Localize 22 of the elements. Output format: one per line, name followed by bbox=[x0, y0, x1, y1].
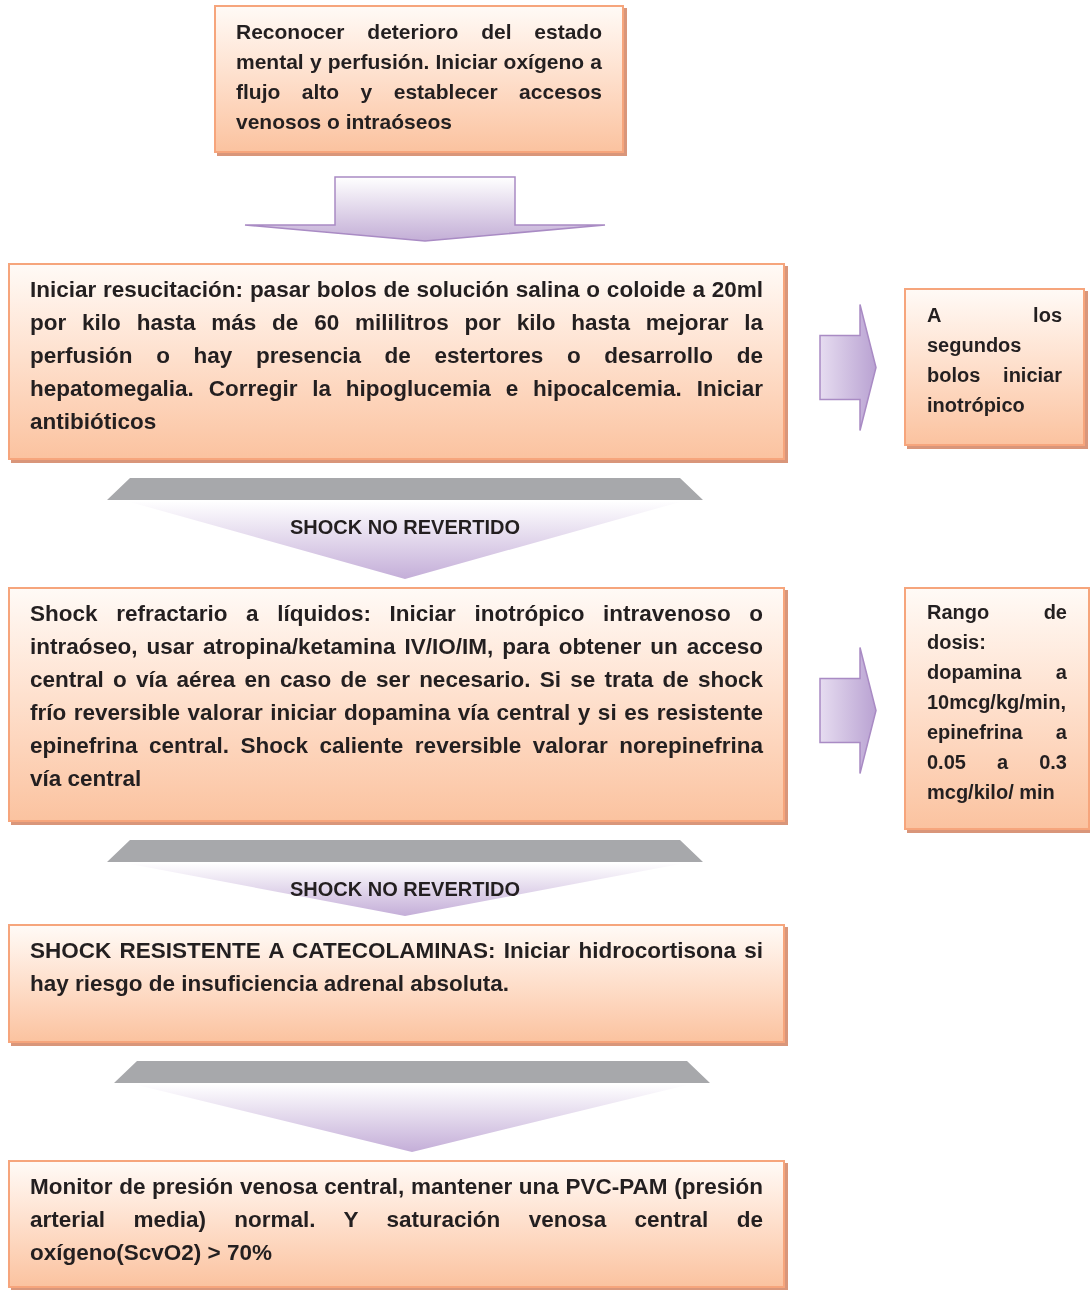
arrow bbox=[107, 840, 703, 916]
box-text: Monitor de presión venosa central, mantener una PVC-PAM (presión arterial media) normal. Y saturación venosa central de oxígeno(ScvO2) > 70% bbox=[30, 1173, 763, 1267]
arrow bbox=[819, 303, 877, 432]
box-text: Reconocer deterioro del estado mental y perfusión. Iniciar oxígeno a flujo alto y establecer accesos venosos o intraóseos bbox=[236, 19, 602, 135]
process-box bbox=[8, 1160, 785, 1288]
process-box bbox=[904, 288, 1085, 446]
process-box bbox=[8, 263, 785, 460]
box-text: A los segundos bolos iniciar inotrópico bbox=[927, 303, 1062, 418]
process-box bbox=[8, 924, 785, 1043]
process-box bbox=[904, 587, 1090, 830]
edge-label: SHOCK NO REVERTIDO bbox=[290, 877, 520, 902]
arrow bbox=[114, 1061, 710, 1152]
arrow bbox=[107, 478, 703, 579]
box-text: Shock refractario a líquidos: Iniciar inotrópico intravenoso o intraóseo, usar atropina/ketamina IV/IO/IM, para obtener un acceso central o vía aérea en caso de ser necesario. Si se trata de shock frío reversible valorar iniciar dopamina vía central y si es resistente epinefrina central. Shock caliente reversible valorar norepinefrina vía central bbox=[30, 600, 763, 793]
edge-label: SHOCK NO REVERTIDO bbox=[290, 515, 520, 540]
box-text: Rango de dosis: dopamina a 10mcg/kg/min, epinefrina a 0.05 a 0.3 mcg/kilo/ min bbox=[927, 600, 1067, 805]
box-text: Iniciar resucitación: pasar bolos de solución salina o coloide a 20ml por kilo hasta más de 60 mililitros por kilo hasta mejorar la perfusión o hay presencia de estertores o desarrollo de hepatomegalia. Corregir la hipoglucemia e hipocalcemia. Iniciar antibióticos bbox=[30, 276, 763, 436]
box-text: SHOCK RESISTENTE A CATECOLAMINAS: Iniciar hidrocortisona si hay riesgo de insuficiencia adrenal absoluta. bbox=[30, 937, 763, 998]
arrow bbox=[819, 646, 877, 775]
process-box bbox=[8, 587, 785, 822]
arrow bbox=[244, 176, 606, 242]
process-box bbox=[214, 5, 624, 153]
